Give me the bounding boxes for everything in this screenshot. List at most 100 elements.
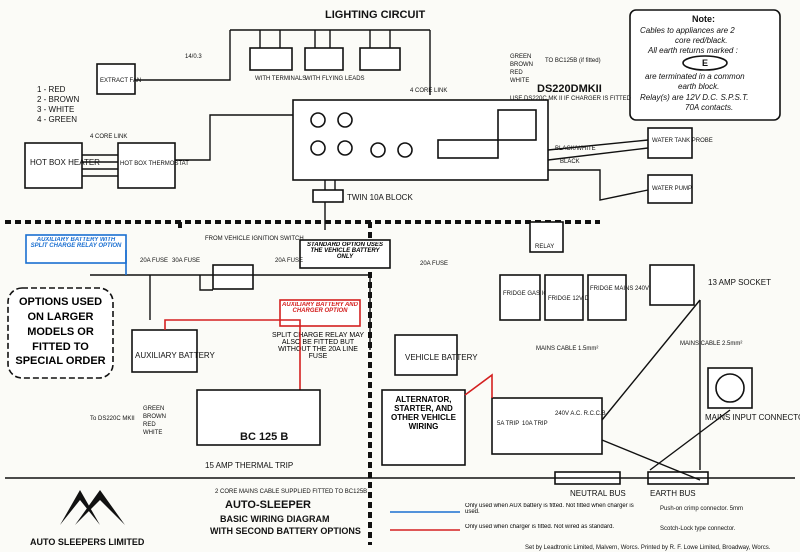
earth-symbol-label: E xyxy=(702,58,708,68)
light-fittings: WITH TERMINALS WITH FLYING LEADS xyxy=(230,29,431,95)
ds-term: GREEN xyxy=(510,54,531,60)
wire-color-item: 1 - RED xyxy=(37,85,66,94)
aux-split-callout xyxy=(25,234,127,264)
water-pump-label: WATER PUMP xyxy=(652,186,692,192)
mains-cable-note: 2 CORE MAINS CABLE SUPPLIED FITTED TO BC… xyxy=(215,489,367,495)
cable-size-label: 14/0.3 xyxy=(185,54,202,60)
hot-box-heater-label: HOT BOX HEATER xyxy=(30,158,100,167)
four-core-link-label: 4 CORE LINK xyxy=(90,134,127,140)
with-terminals-label: WITH TERMINALS xyxy=(255,76,306,82)
credits: Set by Leadtronic Limited, Malvern, Worc… xyxy=(525,545,771,551)
wire-color-item: 2 - BROWN xyxy=(37,95,79,104)
fridge-mains xyxy=(587,274,627,321)
vehicle-battery xyxy=(394,334,458,376)
with-flying-leads-label: WITH FLYING LEADS xyxy=(305,76,365,82)
aux-battery-label: AUXILIARY BATTERY xyxy=(135,351,216,360)
vehicle-battery-label: VEHICLE BATTERY xyxy=(405,353,478,362)
standard-option-text: STANDARD OPTION USES THE VEHICLE BATTERY… xyxy=(307,242,383,260)
mains-input-label: MAINS INPUT CONNECTOR xyxy=(705,413,800,422)
earth-symbol-icon xyxy=(682,55,728,71)
bc-term: GREEN xyxy=(143,406,164,412)
fridge-relay-label: RELAY xyxy=(535,244,554,250)
rccb-label: 240V A.C. R.C.C.B. xyxy=(555,411,608,417)
legend-red: Only used when charger is fitted. Not wi… xyxy=(465,524,615,530)
legend-connector: Scotch-Lock type connector. xyxy=(660,526,736,532)
note-box: Note: Cables to appliances are 2 core re… xyxy=(629,9,781,121)
fuse-label: 20A FUSE xyxy=(275,258,303,264)
water-tank-probe-label: WATER TANK PROBE xyxy=(652,138,713,144)
wire-color-legend: 1 - RED 2 - BROWN 3 - WHITE 4 - GREEN xyxy=(37,85,79,124)
wire-color-item: 3 - WHITE xyxy=(37,105,74,114)
extract-fan-box xyxy=(96,63,136,95)
bc-to-label: To DS220C MKII xyxy=(90,416,135,422)
water-pump xyxy=(647,174,693,204)
note-line: 70A contacts. xyxy=(685,103,733,112)
legend-blue: Only used when AUX battery is fitted. No… xyxy=(465,503,634,515)
ds-term: BROWN xyxy=(510,62,533,68)
brand-title: AUTO-SLEEPER xyxy=(225,499,311,511)
bc125b-unit xyxy=(196,389,321,446)
aux-split-text: AUXILIARY BATTERY WITH SPLIT CHARGE RELA… xyxy=(30,237,122,249)
fuse-label: 20A FUSE xyxy=(420,261,448,267)
aux-charger-text: AUXILIARY BATTERY AND CHARGER OPTION xyxy=(282,302,358,314)
footer-subtitle: WITH SECOND BATTERY OPTIONS xyxy=(210,526,361,536)
fridge-relay xyxy=(529,221,564,253)
black-white-label: BLACK/WHITE xyxy=(555,146,596,152)
four-core-link-label: 4 CORE LINK xyxy=(410,88,447,94)
hot-box-thermostat xyxy=(117,142,176,189)
bc-term: BROWN xyxy=(143,414,166,420)
bc-term: RED xyxy=(143,422,156,428)
note-line: Relay(s) are 12V D.C. S.P.S.T. xyxy=(640,93,749,102)
fridge-12v-label: FRIDGE 12V DC xyxy=(548,296,594,302)
alternator-label: ALTERNATOR, STARTER, AND OTHER VEHICLE W… xyxy=(391,395,456,431)
options-box xyxy=(7,287,114,379)
ds220-note: USE DS220C MK II IF CHARGER IS FITTED xyxy=(510,96,632,102)
fridge-gas-label: FRIDGE GAS IGNITER xyxy=(503,291,567,297)
note-line: earth block. xyxy=(678,82,719,91)
thirteen-amp-socket xyxy=(649,264,695,306)
ds-term: WHITE xyxy=(510,78,529,84)
fridge-12v xyxy=(544,274,584,321)
fridge-mains-label: FRIDGE MAINS 240V AC xyxy=(590,286,659,292)
black-label: BLACK xyxy=(560,159,580,165)
wire-color-item: 4 - GREEN xyxy=(37,115,77,124)
legend-connector: Push-on crimp connector. 5mm xyxy=(660,506,743,512)
hot-box-thermostat-label: HOT BOX THERMOSTAT xyxy=(120,161,189,167)
water-tank-probe xyxy=(647,127,693,159)
ds220-label: DS220DMKII xyxy=(537,83,602,95)
twin-block xyxy=(312,189,344,203)
standard-option-callout xyxy=(299,239,391,269)
bc125-label: BC 125 B xyxy=(240,431,288,443)
options-text-holder: OPTIONS USED ON LARGER MODELS OR FITTED … xyxy=(15,296,105,367)
twin-block-label: TWIN 10A BLOCK xyxy=(347,193,413,202)
note-line: All earth returns marked : xyxy=(647,46,738,55)
fuse-label: 20A FUSE xyxy=(140,258,168,264)
split-relay xyxy=(212,264,254,290)
mains-cable-label: MAINS CABLE 2.5mm² xyxy=(680,341,742,347)
mains-cable-label: MAINS CABLE 1.5mm² xyxy=(536,346,598,352)
earth-bus-label: EARTH BUS xyxy=(650,489,696,498)
ds-term: RED xyxy=(510,70,523,76)
extract-fan-label: EXTRACT FAN xyxy=(100,78,141,84)
hot-box-heater xyxy=(24,142,83,189)
consumer-unit xyxy=(491,397,603,455)
note-line: Cables to appliances are 2 xyxy=(640,26,735,35)
trip-label: 5A TRIP xyxy=(497,421,519,427)
note-heading: Note: xyxy=(692,14,715,24)
fridge-gas-igniter xyxy=(499,274,541,321)
aux-charger-callout xyxy=(279,299,361,327)
trip-label: 10A TRIP xyxy=(522,421,548,427)
company-logo xyxy=(60,490,125,525)
company-name: AUTO SLEEPERS LIMITED xyxy=(30,537,145,547)
socket-label: 13 AMP SOCKET xyxy=(708,278,771,287)
footer-subtitle: BASIC WIRING DIAGRAM xyxy=(220,514,330,524)
neutral-bus-label: NEUTRAL BUS xyxy=(570,489,626,498)
split-note-text: SPLIT CHARGE RELAY MAY ALSO BE FITTED BU… xyxy=(271,332,365,360)
alternator-box xyxy=(381,389,466,466)
fuse-label: 30A FUSE xyxy=(172,258,200,264)
to-bc125b-label: TO BC125B (if fitted) xyxy=(545,58,601,64)
bc-term: WHITE xyxy=(143,430,162,436)
ignition-label: FROM VEHICLE IGNITION SWITCH xyxy=(205,236,304,242)
